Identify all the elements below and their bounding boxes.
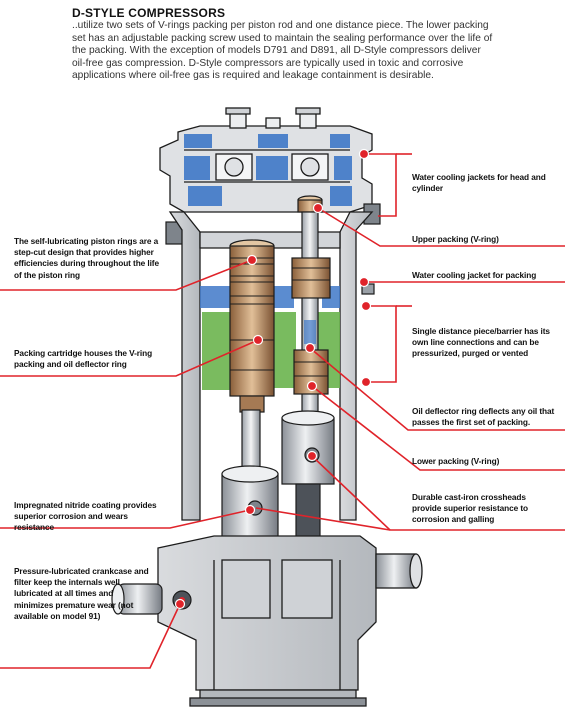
callout-crankcase-filter: Pressure-lubricated crankcase and filter… [14,566,149,621]
callout-packing-cartridge: Packing cartridge houses the V-ring pack… [14,348,153,370]
page-title: D-STYLE COMPRESSORS [72,6,226,20]
intro-paragraph: ..utilize two sets of V-rings packing pe… [72,20,493,82]
piston-rod-right [291,195,331,423]
callout-packing-cooling: Water cooling jacket for packing [412,270,537,280]
callout-markers [174,148,372,610]
callout-distance-piece: Single distance piece/barrier has its ow… [412,326,550,359]
callout-upper-packing: Upper packing (V-ring) [412,234,499,244]
piston-assembly [229,239,275,413]
callout-crossheads: Durable cast-iron crossheads provide sup… [412,492,528,525]
side-fittings [165,203,381,295]
callout-lower-packing: Lower packing (V-ring) [412,456,500,466]
callout-piston-rings: The self-lubricating piston rings are a … [14,236,159,280]
callout-oil-deflector: Oil deflector ring deflects any oil that… [412,406,555,428]
crankcase [157,535,423,707]
filter-canister [111,583,192,615]
head-cooling-jacket-fill [184,134,352,206]
cylinder-frame [168,211,374,521]
callout-head-cooling: Water cooling jackets for head and cylin… [412,172,546,194]
callout-nitride-coating: Impregnated nitride coating provides sup… [14,500,157,533]
callout-leaders [0,153,565,669]
